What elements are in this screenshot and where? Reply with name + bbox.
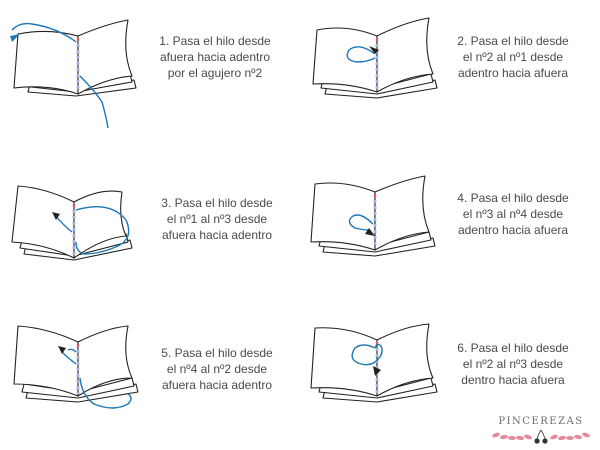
book-illustration — [13, 325, 139, 409]
laurel-icon — [492, 429, 590, 444]
thread — [348, 214, 374, 231]
brand-logo: PINCEREZAS — [488, 414, 594, 448]
book-illustration — [11, 185, 133, 261]
caption-line: afuera hacia adentro — [161, 228, 273, 242]
thread — [346, 46, 376, 63]
step-caption: 5. Pasa el hilo desde el nº4 al nº2 desd… — [137, 345, 297, 393]
step-caption: 1. Pasa el hilo desde afuera hacia adent… — [135, 33, 295, 81]
caption-line: adentro hacia afuera — [457, 223, 569, 237]
caption-line: dentro hacia afuera — [461, 373, 565, 387]
brand-name: PINCEREZAS — [498, 416, 584, 427]
caption-line: 5. Pasa el hilo desde — [161, 346, 273, 360]
thread — [11, 22, 77, 43]
thread — [351, 344, 376, 366]
book-illustration — [312, 17, 438, 99]
caption-line: 2. Pasa el hilo desde — [457, 34, 569, 48]
caption-line: 6. Pasa el hilo desde — [457, 341, 569, 355]
caption-line: el nº1 al nº3 desde — [166, 212, 268, 226]
caption-line: el nº3 al nº4 desde — [462, 207, 564, 221]
book-illustration — [310, 175, 436, 257]
caption-line: el nº2 al nº1 desde — [462, 50, 564, 64]
caption-line: 3. Pasa el hilo desde — [161, 196, 273, 210]
book-illustration — [310, 323, 438, 403]
caption-line: 1. Pasa el hilo desde — [159, 34, 271, 48]
caption-line: el nº2 al nº3 desde — [462, 357, 564, 371]
caption-line: adentro hacia afuera — [457, 66, 569, 80]
step-caption: 2. Pasa el hilo desde el nº2 al nº1 desd… — [433, 33, 593, 81]
cherry-icon — [534, 429, 548, 444]
caption-line: afuera hacia adentro — [159, 50, 271, 64]
thread — [61, 351, 77, 365]
step-caption: 3. Pasa el hilo desde el nº1 al nº3 desd… — [137, 195, 297, 243]
book-illustration — [10, 19, 137, 129]
caption-line: el nº4 al nº2 desde — [166, 362, 268, 376]
step-caption: 6. Pasa el hilo desde el nº2 al nº3 desd… — [433, 340, 593, 388]
caption-line: 4. Pasa el hilo desde — [457, 191, 569, 205]
step-caption: 4. Pasa el hilo desde el nº3 al nº4 desd… — [433, 190, 593, 238]
caption-line: por el agujero nº2 — [167, 66, 263, 80]
caption-line: afuera hacia adentro — [161, 378, 273, 392]
